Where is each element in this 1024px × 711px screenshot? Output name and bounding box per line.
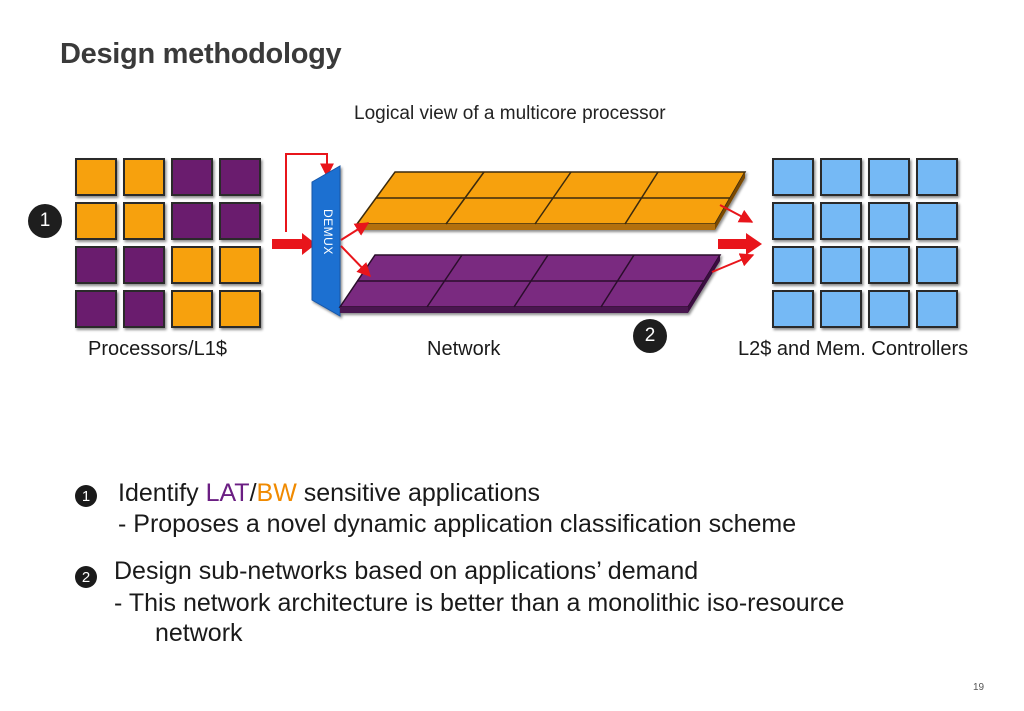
memory-controller-0-2: [868, 158, 910, 196]
lat-keyword: LAT: [205, 479, 250, 507]
memory-controller-3-1: [820, 290, 862, 328]
processor-core-1-3: [219, 202, 261, 240]
bullet-2-subtext-line1: - This network architecture is better th…: [114, 589, 845, 617]
processor-core-2-2: [171, 246, 213, 284]
bullet-1-subtext: - Proposes a novel dynamic application c…: [118, 510, 797, 538]
badge-2: 2: [633, 319, 667, 353]
processor-core-3-0: [75, 290, 117, 328]
memory-controller-grid: [772, 158, 958, 328]
bullet-1-number: 1: [75, 485, 97, 507]
bullet-1-prefix: Identify: [118, 479, 206, 507]
memory-controller-3-0: [772, 290, 814, 328]
processor-core-1-1: [123, 202, 165, 240]
demux-to-orange-arrow: [340, 222, 370, 241]
slide-title: Design methodology: [60, 38, 342, 70]
memory-controller-2-2: [868, 246, 910, 284]
bullet-2-number: 2: [75, 566, 97, 588]
bullet-2-subtext-line2: network: [155, 619, 243, 647]
processors-label: Processors/L1$: [88, 338, 227, 360]
processor-core-0-0: [75, 158, 117, 196]
memory-controller-0-1: [820, 158, 862, 196]
network-label: Network: [427, 338, 501, 360]
processor-core-0-1: [123, 158, 165, 196]
badge-1: 1: [28, 204, 62, 238]
processor-grid: [75, 158, 261, 328]
diagram-subtitle: Logical view of a multicore processor: [354, 103, 666, 124]
slash: /: [249, 479, 257, 507]
bypass-arrow: [285, 153, 334, 232]
processor-core-1-0: [75, 202, 117, 240]
memory-controller-1-2: [868, 202, 910, 240]
bullet-2-text: Design sub-networks based on application…: [114, 557, 699, 585]
processor-core-3-3: [219, 290, 261, 328]
memory-controller-3-3: [916, 290, 958, 328]
network-layer-purple: [338, 254, 722, 313]
demux-block: [311, 165, 341, 317]
memory-controller-1-3: [916, 202, 958, 240]
memory-controller-3-2: [868, 290, 910, 328]
network-to-memory-arrow: [718, 233, 762, 255]
memory-controller-0-0: [772, 158, 814, 196]
processor-core-0-3: [219, 158, 261, 196]
processor-core-2-0: [75, 246, 117, 284]
processor-core-3-2: [171, 290, 213, 328]
memory-label: L2$ and Mem. Controllers: [738, 338, 969, 360]
demux-label: DEMUX: [321, 209, 335, 255]
memory-controller-2-1: [820, 246, 862, 284]
processor-core-1-2: [171, 202, 213, 240]
memory-controller-1-1: [820, 202, 862, 240]
bullet-1-text: Identify LAT/BW sensitive applications: [118, 479, 540, 508]
processor-to-demux-arrow: [272, 233, 316, 255]
memory-controller-0-3: [916, 158, 958, 196]
purple-to-memory-arrow: [711, 253, 755, 273]
page-number: 19: [973, 682, 985, 693]
demux-to-purple-arrow: [340, 245, 371, 278]
memory-controller-1-0: [772, 202, 814, 240]
bullet-1-suffix: sensitive applications: [296, 479, 540, 507]
memory-controller-2-3: [916, 246, 958, 284]
memory-controller-2-0: [772, 246, 814, 284]
network-layer-orange: [355, 171, 747, 230]
orange-to-memory-arrow: [719, 204, 754, 223]
bw-keyword: BW: [256, 479, 297, 507]
processor-core-2-3: [219, 246, 261, 284]
processor-core-0-2: [171, 158, 213, 196]
processor-core-2-1: [123, 246, 165, 284]
processor-core-3-1: [123, 290, 165, 328]
